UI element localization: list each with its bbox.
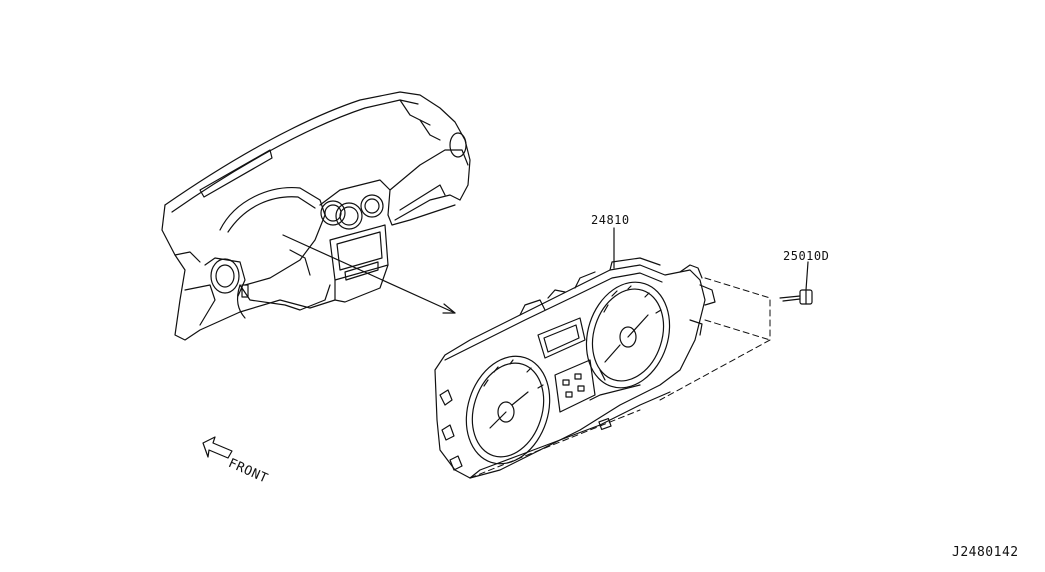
part-number-screw: 25010D bbox=[783, 249, 830, 263]
screw-illustration bbox=[780, 262, 812, 304]
instrument-cluster-illustration bbox=[435, 258, 715, 478]
location-arrow bbox=[283, 235, 455, 313]
front-arrow-icon bbox=[203, 437, 232, 458]
diagram-id: J2480142 bbox=[952, 545, 1019, 560]
dashboard-illustration bbox=[162, 92, 470, 340]
part-number-cluster: 24810 bbox=[591, 213, 630, 227]
dashed-leaders bbox=[470, 278, 770, 478]
